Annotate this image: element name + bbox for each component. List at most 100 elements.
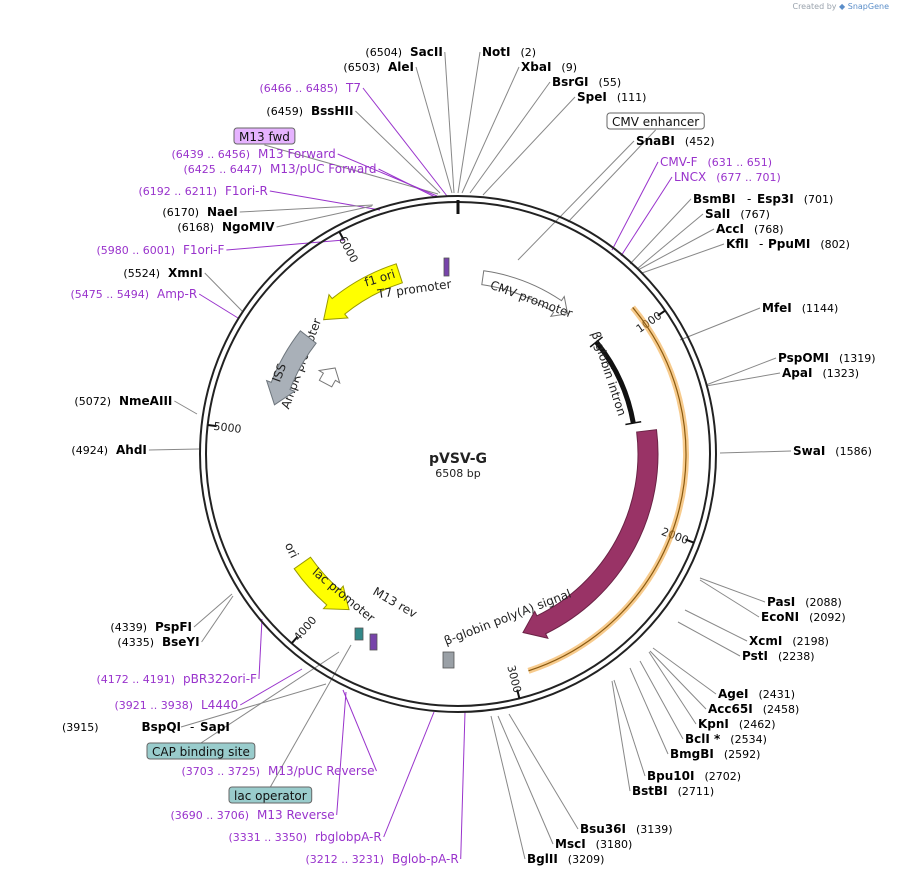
site-name: Esp3I [757,192,794,206]
site-position: (802) [820,238,850,251]
site-bspqi: BspQI [141,720,181,734]
site-box [233,127,296,145]
leader-line [567,129,656,223]
snapgene-credit: Created by ◆ SnapGene [792,2,889,11]
f1-ori-arrow [323,263,404,321]
site-name: BssHII [311,104,353,118]
site-position: (768) [754,223,784,236]
leader-line [641,243,725,274]
site-position: (6192 .. 6211) [138,185,217,198]
site-position: (55) [599,76,622,89]
site-m13-reverse: M13 Reverse(3690 .. 3706) [170,808,334,822]
site-bsu36i: Bsu36I(3139) [580,822,673,836]
site-bmgbi: BmgBI(2592) [670,747,760,761]
site-position: (767) [740,208,770,221]
site-name: PasI [767,595,795,609]
site-bseyi: BseYI (4335) [117,635,199,649]
site-name: Acc65I [708,702,753,716]
site-bsrgi: BsrGI(55) [552,75,621,89]
site-bstbi: BstBI(2711) [632,784,714,798]
site-separator: - [759,237,763,251]
site-name: NotI [482,45,511,59]
site-position: (9) [561,61,577,74]
site-position: (1586) [835,445,872,458]
site-name: XmnI [168,266,203,280]
site-bsshii: BssHII(6459) [266,104,353,118]
site-name: PpuMI [768,237,810,251]
site-name: BseYI [162,635,200,649]
site-pspomi: PspOMI(1319) [778,351,876,365]
site-snabi: SnaBI(452) [636,134,715,148]
cmv-promoter-arrow [481,270,569,318]
site-position: (6168) [177,221,214,234]
site-ngomiv: NgoMIV(6168) [177,220,275,234]
leader-line [637,228,715,271]
leader-line [629,667,669,755]
site-position: (2458) [763,703,800,716]
leader-line [174,400,198,415]
site-name: Bsu36I [580,822,626,836]
leader-line [652,647,717,695]
ori-feature: ori [282,540,350,611]
leader-line [378,168,436,198]
site-bglii: BglII(3209) [527,852,604,866]
site-position: (631 .. 651) [707,156,772,169]
site-lac-operator: lac operator [228,786,313,804]
leader-line [201,595,234,643]
site-mfei: MfeI(1144) [762,301,838,315]
beta-globin-intron-arc [594,340,636,424]
site-pasi: PasI(2088) [767,595,842,609]
plasmid-size: 6508 bp [435,467,480,480]
site-position: (2462) [739,718,776,731]
site-position: (6170) [162,206,199,219]
leader-line [699,577,766,603]
site-cmv-f: CMV-F(631 .. 651) [660,155,772,169]
site-name: BsmBI [693,192,735,206]
site-name: AgeI [718,687,748,701]
site-kfli: KflI- [726,237,763,251]
ori-label: ori [282,540,301,560]
site-position: (2702) [704,770,741,783]
ori-arrow [293,556,350,611]
site-name: XcmI [749,634,782,648]
site-position: (677 .. 701) [716,171,781,184]
site-position: (4335) [117,636,154,649]
site-name: BglII [527,852,558,866]
site-ahdi: AhdI(4924) [71,443,146,457]
site-name: BspQI [141,720,181,734]
leader-line [508,713,579,830]
leader-line [648,651,697,725]
leader-line [719,450,792,454]
site-naei: NaeI(6170) [162,205,237,219]
site-name: MfeI [762,301,792,315]
site-name: pBR322ori-F [183,672,257,686]
site-name: EcoNI [761,610,799,624]
leader-line [649,650,707,710]
site-sali: SalI(767) [705,207,770,221]
site-name: SapI [200,720,230,734]
site-position: (2431) [758,688,795,701]
site-box-label: CAP binding site [152,745,250,759]
leader-line [226,239,345,251]
plasmid-backbone [199,195,717,713]
site-box [606,112,705,130]
vsv-g-orf-line [528,307,687,672]
leader-line [490,715,526,860]
leader-line [336,691,347,816]
site-position: (5475 .. 5494) [70,288,149,301]
leader-line [200,651,340,744]
site-name: AleI [388,60,414,74]
site-name: AccI [716,222,744,236]
site-sapi: -SapI(3915) [62,720,230,734]
snapgene-logo-icon: ◆ [839,2,846,11]
leader-line [276,205,373,228]
leader-line [337,153,438,197]
site-name: BclI * [685,732,721,746]
site-position: (452) [685,135,715,148]
m13-rev-marker [369,633,378,651]
leader-line [342,689,377,772]
leader-line [258,618,263,680]
leader-line [148,448,200,451]
site-position: (2238) [778,650,815,663]
site-name: KpnI [698,717,729,731]
